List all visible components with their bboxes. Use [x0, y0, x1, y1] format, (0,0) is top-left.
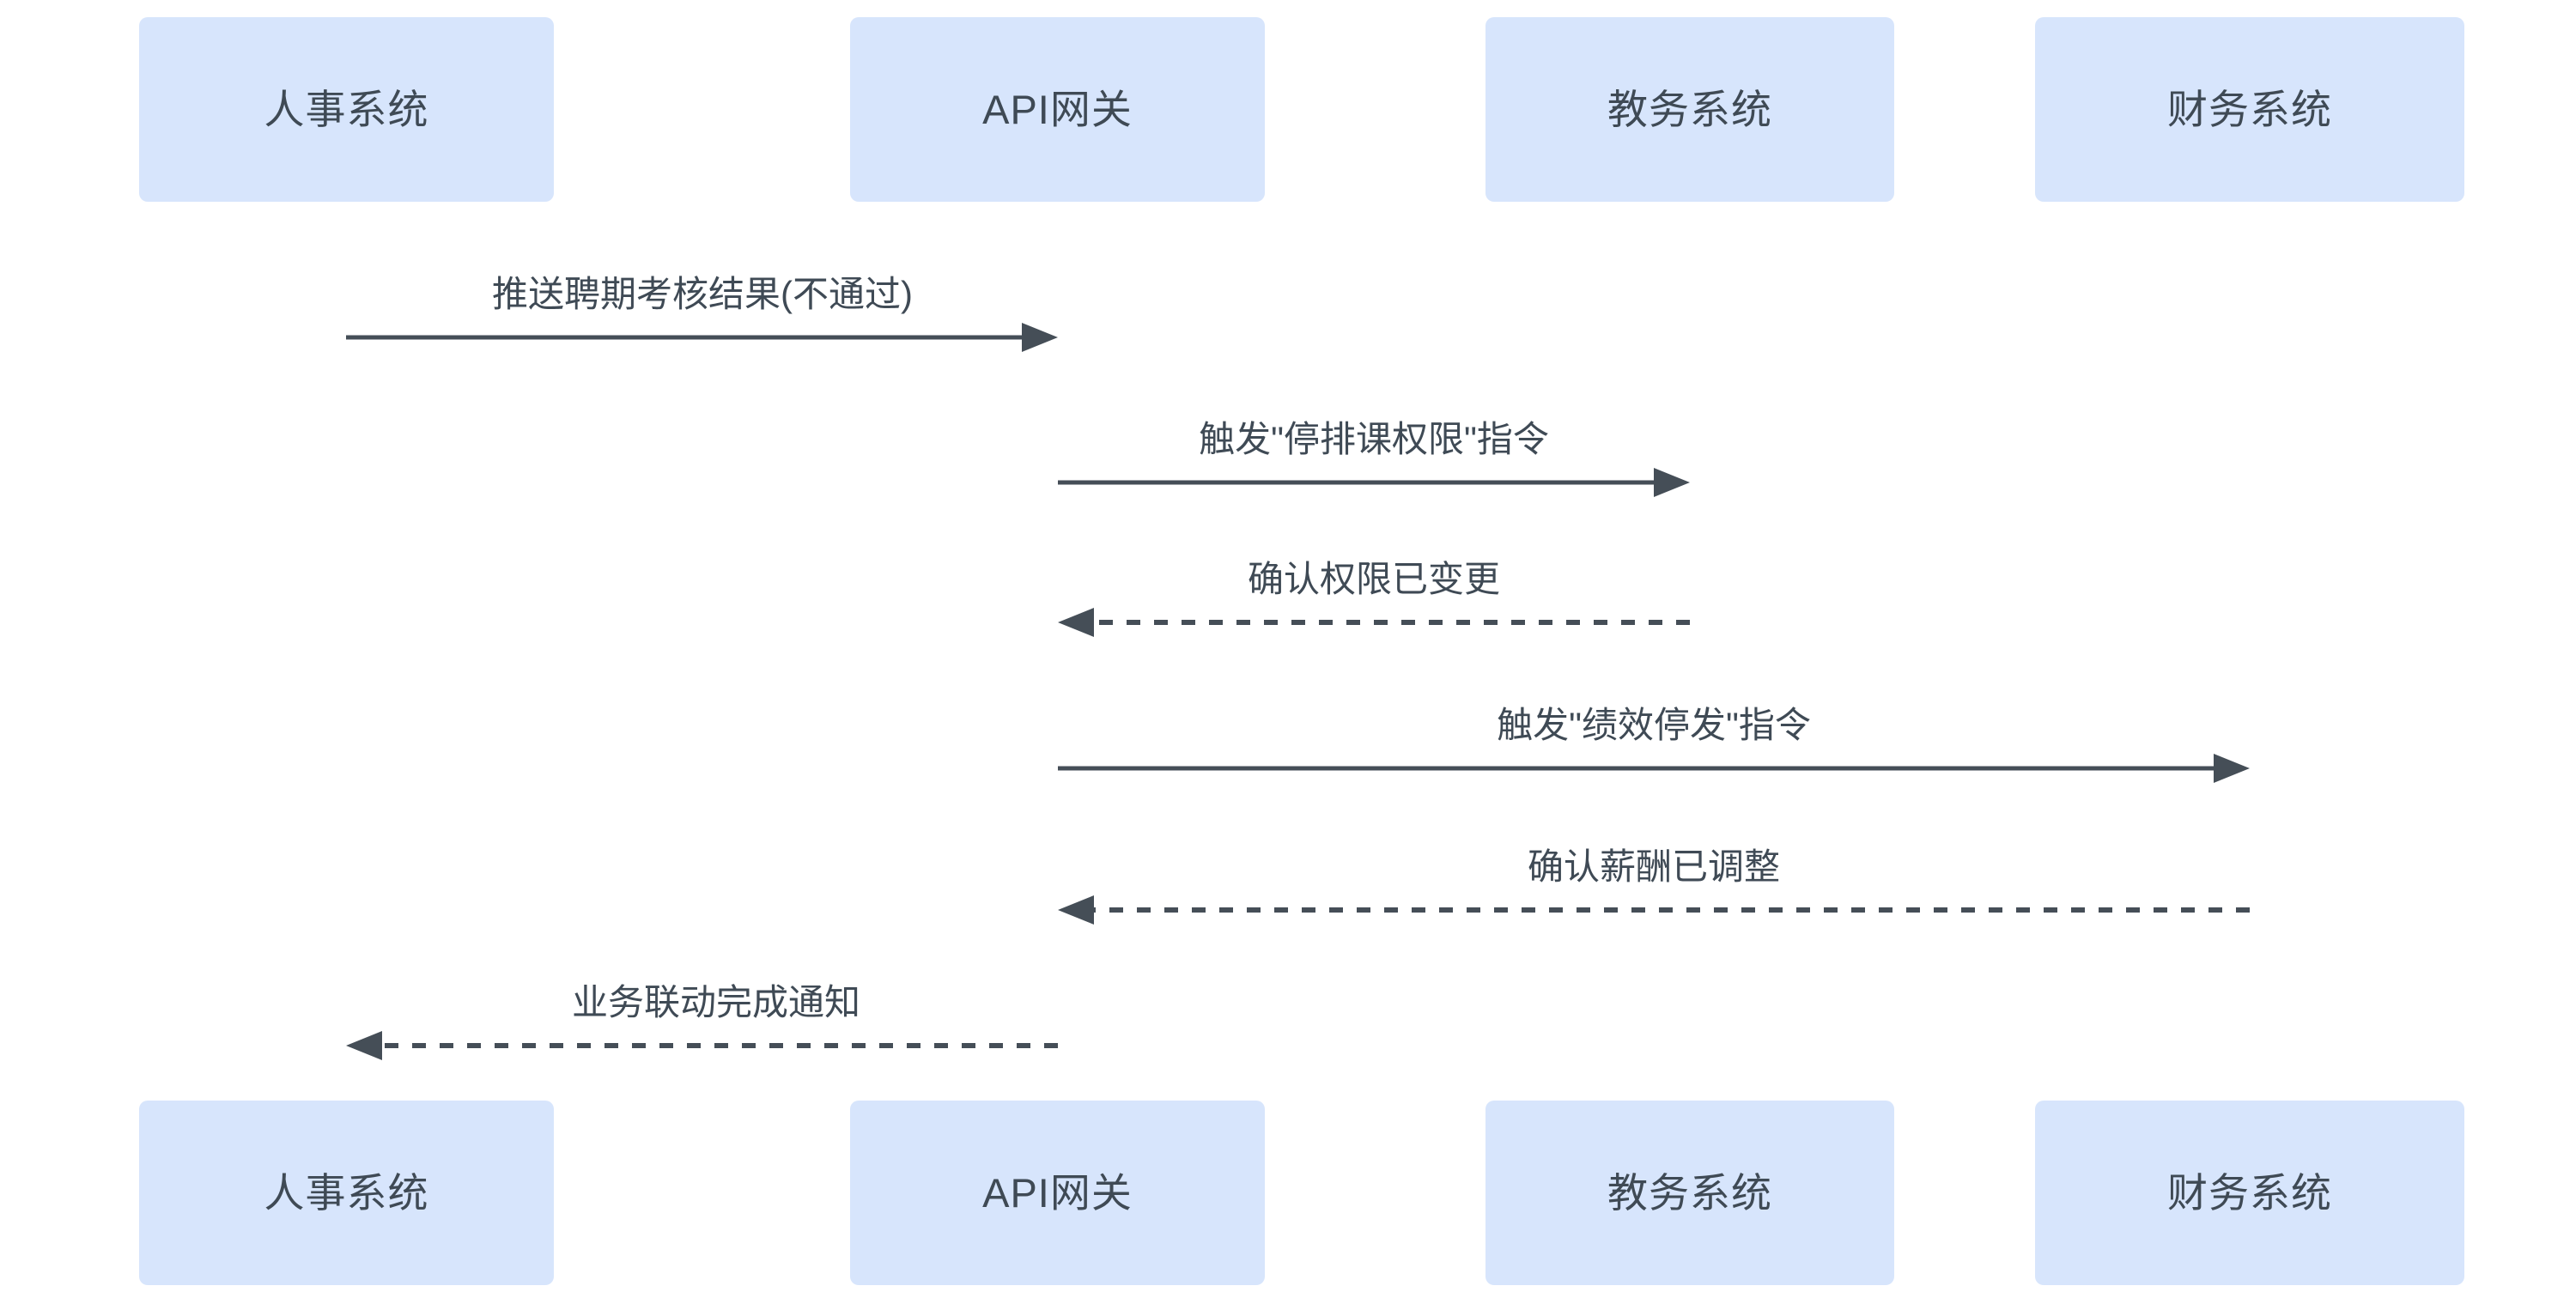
participant-box-academic[interactable]: 教务系统 — [1485, 1101, 1894, 1285]
arrow-head-1 — [1022, 323, 1058, 352]
arrow-head-2 — [1654, 468, 1690, 497]
arrow-head-5 — [1058, 895, 1094, 925]
message-arrow-2 — [1058, 468, 1690, 497]
message-label-6: 业务联动完成通知 — [571, 982, 861, 1022]
message-label-2: 触发"停排课权限"指令 — [1199, 419, 1549, 459]
arrow-head-3 — [1058, 608, 1094, 637]
participant-box-finance[interactable]: 财务系统 — [2035, 1101, 2464, 1285]
message-label-3: 确认权限已变更 — [1247, 559, 1501, 599]
participant-label-academic: 教务系统 — [1607, 1170, 1772, 1216]
participant-label-academic: 教务系统 — [1607, 87, 1772, 132]
participant-box-academic[interactable]: 教务系统 — [1485, 17, 1894, 202]
participant-box-finance[interactable]: 财务系统 — [2035, 17, 2464, 202]
message-label-4: 触发"绩效停发"指令 — [1497, 705, 1811, 745]
participant-box-gateway[interactable]: API网关 — [850, 17, 1265, 202]
message-label-1: 推送聘期考核结果(不通过) — [492, 274, 913, 314]
participant-box-gateway[interactable]: API网关 — [850, 1101, 1265, 1285]
message-arrow-5 — [1058, 895, 2250, 925]
participant-box-hr[interactable]: 人事系统 — [139, 1101, 554, 1285]
arrow-head-4 — [2214, 754, 2250, 783]
message-arrow-4 — [1058, 754, 2250, 783]
message-arrow-1 — [346, 323, 1058, 352]
arrow-head-6 — [346, 1031, 382, 1060]
participant-label-hr: 人事系统 — [264, 87, 429, 132]
participant-label-gateway: API网关 — [982, 87, 1133, 132]
message-arrow-3 — [1058, 608, 1690, 637]
participant-label-gateway: API网关 — [982, 1170, 1133, 1216]
participant-box-hr[interactable]: 人事系统 — [139, 17, 554, 202]
message-arrow-6 — [346, 1031, 1058, 1060]
message-label-5: 确认薪酬已调整 — [1527, 846, 1781, 887]
participant-label-hr: 人事系统 — [264, 1170, 429, 1216]
participant-label-finance: 财务系统 — [2167, 1170, 2332, 1216]
participant-label-finance: 财务系统 — [2167, 87, 2332, 132]
